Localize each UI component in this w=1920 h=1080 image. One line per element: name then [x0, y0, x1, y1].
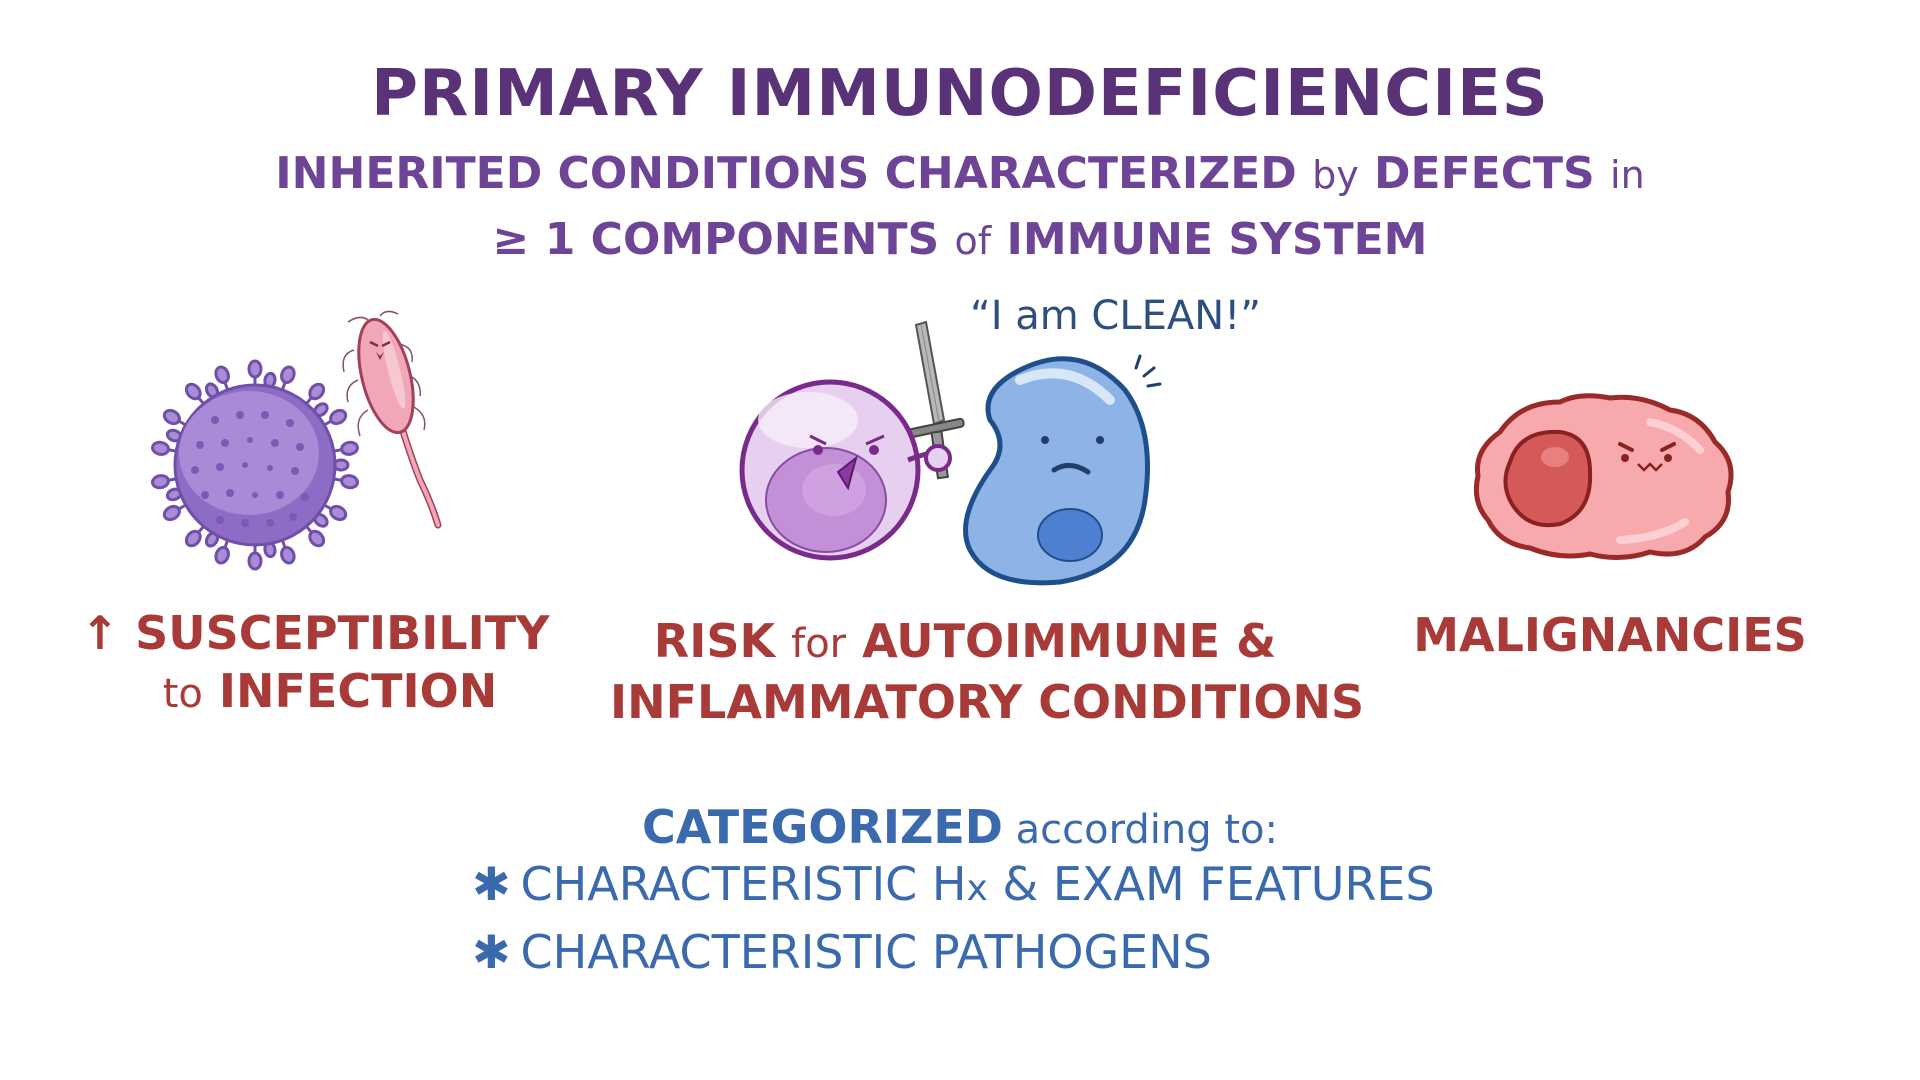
heading-bold: CATEGORIZED: [642, 800, 1003, 854]
subtitle-line-1: INHERITED CONDITIONS CHARACTERIZED by DE…: [0, 146, 1920, 203]
speech-quote: “I am CLEAN!”: [970, 293, 1261, 339]
self-cell-icon: [963, 354, 1162, 586]
label-text: AUTOIMMUNE &: [846, 614, 1277, 668]
label-line: MALIGNANCIES: [1413, 608, 1807, 662]
label-line: INFLAMMATORY CONDITIONS: [610, 675, 1365, 729]
up-arrow-icon: ↑: [80, 606, 120, 660]
bullet-item: ✱CHARACTERISTIC PATHOGENS: [472, 924, 1212, 980]
subtitle-text: ≥ 1 COMPONENTS: [492, 214, 955, 265]
categorized-heading: CATEGORIZED according to:: [0, 796, 1920, 861]
label-malignancies: MALIGNANCIES: [1400, 606, 1820, 664]
bullet-text: CHARACTERISTIC PATHOGENS: [520, 925, 1212, 979]
asterisk-bullet-icon: ✱: [472, 857, 511, 911]
malignant-cell-icon: [1473, 393, 1734, 560]
bullet-text: CHARACTERISTIC H: [520, 857, 967, 911]
label-susceptibility-to-infection: ↑ SUSCEPTIBILITY to INFECTION: [80, 604, 550, 723]
subtitle-text: by: [1312, 153, 1359, 197]
subtitle-text: IMMUNE SYSTEM: [991, 214, 1428, 265]
subtitle-text: in: [1610, 153, 1645, 197]
heading-rest: according to:: [1002, 807, 1278, 853]
label-text: to: [162, 671, 203, 717]
lymphocyte-with-sword-icon: [739, 320, 965, 561]
label-line: ↑ SUSCEPTIBILITY: [80, 604, 550, 662]
label-line: to INFECTION: [80, 662, 550, 723]
subtitle-line-2: ≥ 1 COMPONENTS of IMMUNE SYSTEM: [0, 212, 1920, 269]
label-text: for: [791, 621, 847, 667]
label-text: INFECTION: [202, 664, 498, 718]
virus-icon: [151, 359, 359, 571]
subtitle-text: of: [954, 219, 992, 263]
bullet-text: & EXAM FEATURES: [987, 857, 1435, 911]
label-text: RISK: [653, 614, 792, 668]
bullet-item: ✱CHARACTERISTIC Hx & EXAM FEATURES: [472, 856, 1435, 917]
page-title: PRIMARY IMMUNODEFICIENCIES: [371, 57, 1549, 131]
subtitle-text: INHERITED CONDITIONS CHARACTERIZED: [275, 148, 1313, 199]
label-autoimmune-risk: RISK for AUTOIMMUNE & INFLAMMATORY CONDI…: [610, 612, 1365, 731]
label-line: RISK for AUTOIMMUNE &: [610, 612, 1320, 673]
subtitle-text: DEFECTS: [1358, 148, 1611, 199]
bacterium-icon: [342, 310, 442, 529]
asterisk-bullet-icon: ✱: [472, 925, 511, 979]
label-text: SUSCEPTIBILITY: [135, 606, 550, 660]
bullet-text: x: [966, 868, 988, 909]
